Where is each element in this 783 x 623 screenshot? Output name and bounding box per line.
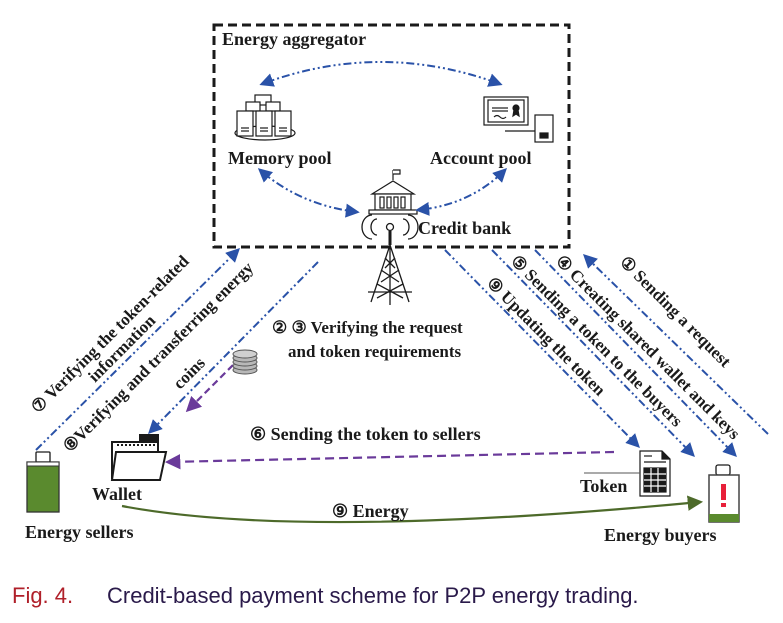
aggregator-title: Energy aggregator	[222, 29, 366, 49]
arrow-memory-bank	[257, 168, 360, 218]
step8-label-line2: coins	[169, 353, 209, 393]
step9-energy-label: ⑨ Energy	[332, 501, 409, 521]
aggregator-box	[212, 23, 571, 249]
token-label: Token	[580, 476, 627, 496]
credit-bank-label: Credit bank	[418, 218, 511, 238]
account-pool-label: Account pool	[430, 148, 532, 168]
coins-icon	[232, 349, 258, 375]
arrow-step7	[35, 248, 240, 451]
arrow-step1	[582, 254, 769, 435]
memory-pool-label: Memory pool	[228, 148, 331, 168]
caption-text: Credit-based payment scheme for P2P ener…	[107, 583, 639, 608]
seller-battery-icon	[26, 451, 60, 513]
step23-label-line2: and token requirements	[288, 342, 462, 361]
arrow-step6	[164, 450, 615, 470]
arrow-account-bank	[415, 168, 507, 216]
account-pool-icon	[483, 96, 554, 143]
wallet-label: Wallet	[92, 484, 142, 504]
buyer-battery-icon	[708, 464, 740, 523]
buyers-label: Energy buyers	[604, 525, 717, 545]
wallet-icon	[110, 434, 168, 481]
antenna-tower-icon	[361, 214, 419, 305]
arrow-step5	[491, 249, 695, 457]
credit-bank-icon	[368, 169, 418, 215]
arrow-step4	[534, 249, 737, 458]
step6-label: ⑥ Sending the token to sellers	[250, 424, 481, 444]
step23-label-line1: ② ③ Verifying the request	[272, 318, 463, 337]
caption-label: Fig. 4.	[12, 583, 73, 608]
arrow-memory-account	[259, 61, 503, 87]
memory-pool-icon	[234, 94, 296, 141]
arrow-energy	[121, 495, 704, 524]
sellers-label: Energy sellers	[25, 522, 133, 542]
token-document-icon	[639, 450, 671, 497]
arrow-step9-update	[444, 249, 640, 448]
step1-label: ① Sending a request	[616, 252, 735, 371]
